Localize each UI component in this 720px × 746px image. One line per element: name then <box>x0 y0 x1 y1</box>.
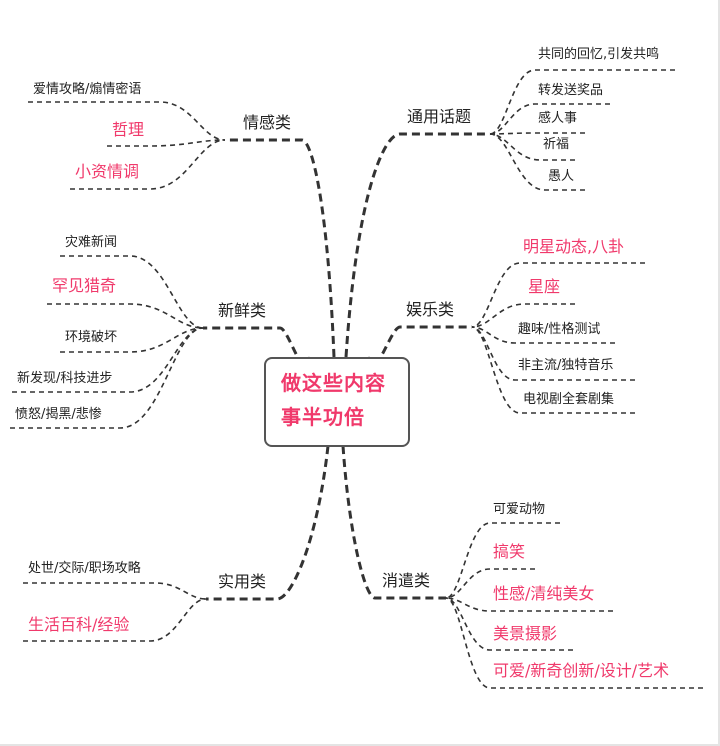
leaf-topic[interactable]: 处世/交际/职场攻略 <box>28 560 141 576</box>
leaf-connector <box>471 326 635 414</box>
leaf-connector <box>107 139 226 147</box>
leaf-topic-highlighted[interactable]: 罕见猎奇 <box>52 276 116 295</box>
leaf-connector <box>445 568 535 599</box>
leaf-topic-highlighted[interactable]: 美景摄影 <box>493 624 557 643</box>
leaf-topic[interactable]: 愚人 <box>548 169 574 184</box>
leaf-connector <box>23 582 207 600</box>
branch-topic-label[interactable]: 实用类 <box>218 572 266 591</box>
leaf-topic-highlighted[interactable]: 生活百科/经验 <box>28 615 129 634</box>
branch-topic-label[interactable]: 新鲜类 <box>218 301 266 320</box>
leaf-topic-highlighted[interactable]: 哲理 <box>112 120 144 139</box>
leaf-topic[interactable]: 转发送奖品 <box>538 82 603 98</box>
leaf-connector <box>60 255 204 329</box>
leaf-connector <box>60 327 204 353</box>
leaf-topic[interactable]: 新发现/科技进步 <box>17 370 112 386</box>
branch-topic-label[interactable]: 情感类 <box>243 113 291 132</box>
leaf-connector <box>445 597 703 689</box>
central-topic-line-1: 做这些内容 <box>281 371 386 395</box>
leaf-connector <box>489 69 675 135</box>
leaf-topic[interactable]: 非主流/独特音乐 <box>518 357 613 373</box>
leaf-topic[interactable]: 爱情攻略/煽情密语 <box>33 81 141 97</box>
branch-connector <box>344 132 490 358</box>
leaf-topic[interactable]: 感人事 <box>538 110 577 126</box>
leaf-topic[interactable]: 灾难新闻 <box>65 234 117 250</box>
leaf-connector <box>445 522 560 599</box>
leaf-connector <box>471 326 635 381</box>
leaf-topic[interactable]: 共同的回忆,引发共鸣 <box>538 46 659 62</box>
leaf-connector <box>47 303 204 329</box>
branch-topic-label[interactable]: 娱乐类 <box>406 300 454 319</box>
leaf-connector <box>471 262 645 328</box>
leaf-topic[interactable]: 愤怒/揭黑/悲惨 <box>15 406 102 422</box>
leaf-topic-highlighted[interactable]: 明星动态,八卦 <box>523 237 624 256</box>
leaf-connector <box>445 597 573 651</box>
leaf-connector <box>489 133 575 161</box>
central-topic-line-2: 事半功倍 <box>281 405 365 429</box>
branch-topic-label[interactable]: 通用话题 <box>407 107 471 126</box>
leaf-topic[interactable]: 趣味/性格测试 <box>518 321 600 337</box>
leaf-connector <box>70 139 226 190</box>
leaf-topic-highlighted[interactable]: 星座 <box>528 277 560 296</box>
branch-topic-label[interactable]: 消遣类 <box>382 571 430 590</box>
central-topic-node[interactable]: 做这些内容 事半功倍 <box>264 357 410 447</box>
leaf-topic[interactable]: 电视剧全套剧集 <box>523 391 614 407</box>
branch-connector <box>341 445 446 600</box>
leaf-connector <box>28 101 226 141</box>
branch-connector <box>206 445 330 601</box>
branch-connector <box>225 138 336 358</box>
leaf-topic[interactable]: 祈福 <box>543 137 569 152</box>
leaf-topic[interactable]: 可爱动物 <box>493 502 545 517</box>
leaf-connector <box>489 103 610 135</box>
leaf-connector <box>23 598 207 642</box>
leaf-connector <box>10 327 204 429</box>
leaf-connector <box>445 597 613 612</box>
leaf-topic[interactable]: 环境破坏 <box>65 330 117 345</box>
leaf-topic-highlighted[interactable]: 可爱/新奇创新/设计/艺术 <box>493 661 669 680</box>
leaf-connector <box>471 303 575 328</box>
leaf-topic-highlighted[interactable]: 小资情调 <box>75 162 139 181</box>
leaf-connector <box>471 326 615 344</box>
leaf-topic-highlighted[interactable]: 搞笑 <box>493 542 525 561</box>
leaf-connector <box>489 132 585 135</box>
leaf-topic-highlighted[interactable]: 性感/清纯美女 <box>493 584 594 603</box>
